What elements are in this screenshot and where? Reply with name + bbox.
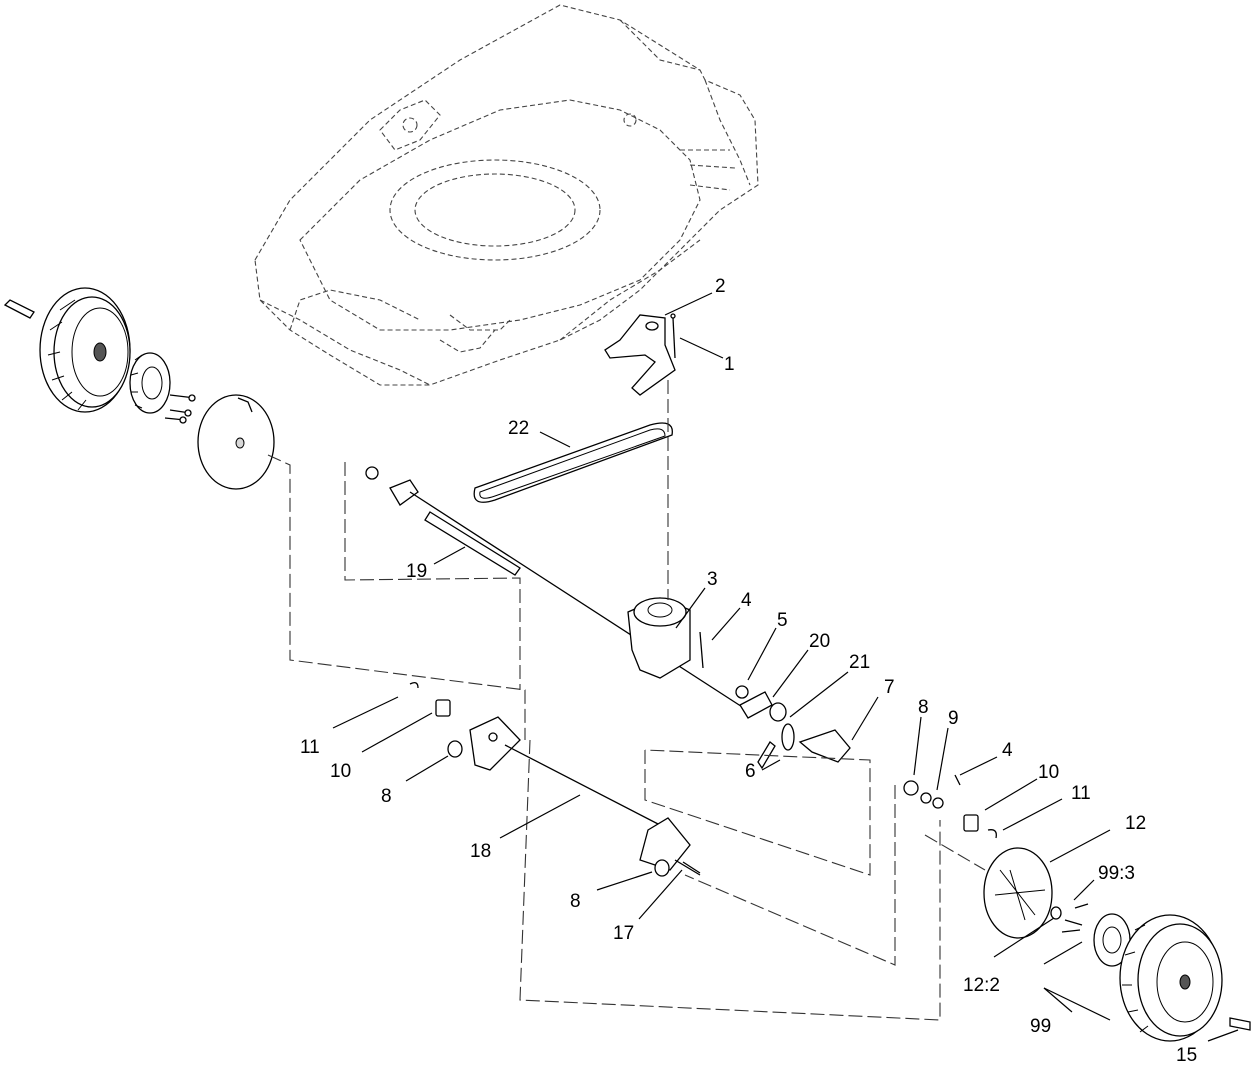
callout-8-center: 8 (570, 891, 581, 912)
callout-12-2: 12:2 (963, 975, 1000, 996)
left-axle-parts (409, 682, 521, 771)
callout-8-left: 8 (381, 786, 392, 807)
callout-2: 2 (715, 276, 726, 297)
callout-6: 6 (745, 761, 756, 782)
left-wheel-assembly (3, 287, 196, 424)
callout-labels: 2 1 22 19 3 4 5 20 21 7 6 8 9 4 10 11 12… (300, 276, 1197, 1066)
callout-10-left: 10 (330, 761, 351, 782)
callout-8-right: 8 (918, 697, 929, 718)
callout-20: 20 (809, 631, 830, 652)
callout-11-right: 11 (1071, 783, 1091, 804)
right-axle-parts (903, 774, 997, 839)
callout-4-lower: 4 (1002, 740, 1013, 761)
callout-21: 21 (849, 652, 870, 673)
transmission-assembly (365, 466, 851, 763)
callout-22: 22 (508, 418, 529, 439)
height-adjust-bracket (604, 313, 676, 396)
callout-15: 15 (1176, 1045, 1197, 1066)
callout-5: 5 (777, 610, 788, 631)
rear-axle-rod (504, 744, 701, 877)
callout-99: 99 (1030, 1016, 1051, 1037)
callout-1: 1 (724, 354, 735, 375)
callout-19: 19 (406, 561, 427, 582)
callout-4-upper: 4 (741, 590, 752, 611)
callout-12: 12 (1125, 813, 1146, 834)
misc-linkage (682, 741, 776, 874)
callout-3: 3 (707, 569, 718, 590)
callout-9: 9 (948, 708, 959, 729)
callout-17: 17 (613, 923, 634, 944)
callout-18: 18 (470, 841, 491, 862)
callout-11-left: 11 (300, 737, 320, 758)
leader-lines (332, 292, 1239, 1042)
drive-belt (473, 422, 673, 503)
assembly-guide-lines (267, 380, 986, 1021)
left-wheel-disk (197, 394, 275, 490)
callout-7: 7 (884, 677, 895, 698)
callout-10-right: 10 (1038, 762, 1059, 783)
callout-99-3: 99:3 (1098, 863, 1135, 884)
mower-deck-outline (254, 4, 759, 386)
right-wheel-assembly (983, 847, 1251, 1042)
